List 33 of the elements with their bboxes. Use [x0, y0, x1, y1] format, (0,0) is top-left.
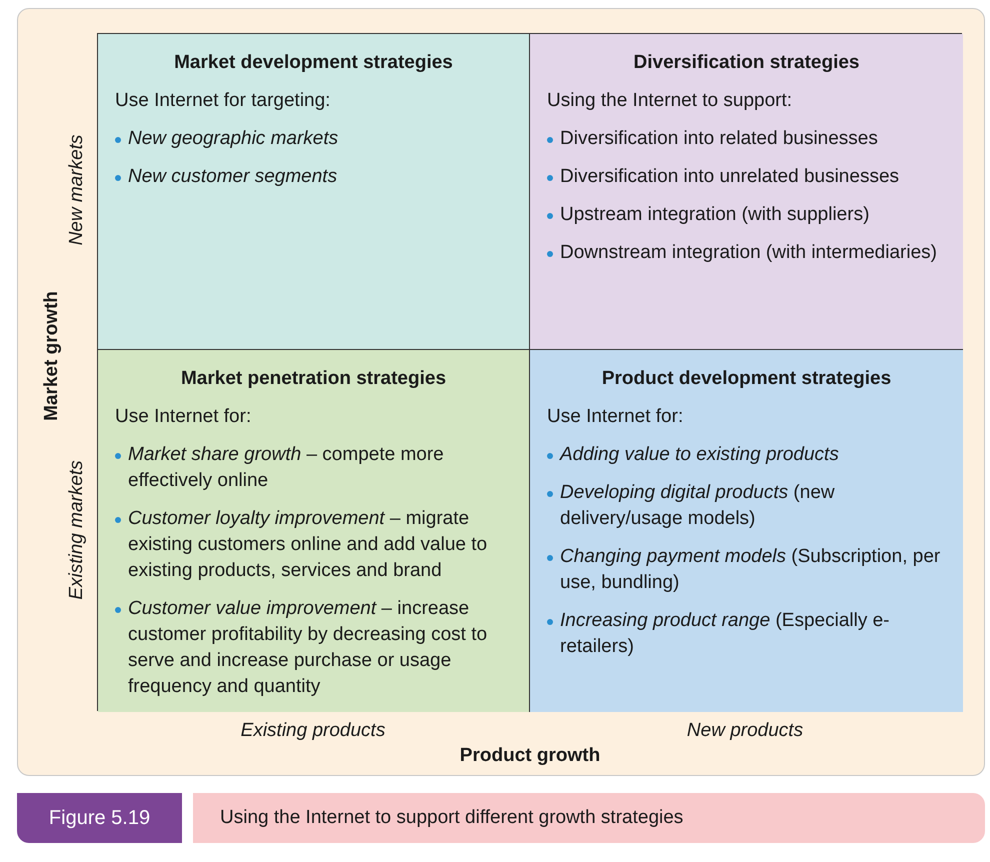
axis-label: Market growth	[40, 291, 63, 421]
bullet-text: Changing payment models (Subscription, per use, bundling)	[560, 545, 942, 595]
quadrant-box	[98, 34, 530, 350]
quadrant-heading: Diversification strategies	[632, 51, 860, 75]
quadrant-box	[530, 34, 963, 350]
quadrant-heading: Product development strategies	[600, 367, 892, 391]
figure-number-tab: Figure 5.19	[17, 793, 182, 843]
bullet-text: Adding value to existing products	[560, 443, 839, 467]
bullet-text: Customer value improvement – increase customer profitability by decreasing cost to serve and increase purchase or usage frequency and quantity	[128, 597, 488, 699]
axis-label: New markets	[65, 134, 88, 246]
quadrant-intro: Use Internet for:	[547, 405, 684, 429]
quadrant-intro: Use Internet for:	[115, 405, 252, 429]
bullet-text: Upstream integration (with suppliers)	[560, 203, 870, 227]
bullet-text: Downstream integration (with intermediaries)	[560, 241, 937, 265]
caption-bar: Using the Internet to support different growth strategies	[193, 793, 985, 843]
quadrant-box	[98, 350, 530, 712]
axis-label: Existing markets	[65, 460, 88, 600]
bullet-text: Developing digital products (new delivery/usage models)	[560, 481, 836, 531]
bullet-text: Market share growth – compete more effectively online	[128, 443, 445, 493]
bullet-text: Increasing product range (Especially e-retailers)	[560, 609, 891, 659]
bullet-text: Customer loyalty improvement – migrate existing customers online and add value to existing products, services and brand	[128, 507, 488, 583]
quadrant-heading: Market penetration strategies	[180, 367, 448, 391]
quadrant-intro: Using the Internet to support:	[547, 89, 794, 113]
quadrant-box	[530, 350, 963, 712]
axis-label: Existing products	[240, 719, 386, 743]
quadrant-heading: Market development strategies	[173, 51, 454, 75]
bullet-text: Diversification into unrelated businesses	[560, 165, 900, 189]
axis-label: New products	[686, 719, 804, 743]
bullet-text: New geographic markets	[128, 127, 338, 151]
bullet-text: Diversification into related businesses	[560, 127, 878, 151]
axis-label: Product growth	[460, 744, 600, 768]
quadrant-intro: Use Internet for targeting:	[115, 89, 332, 113]
bullet-text: New customer segments	[128, 165, 338, 189]
